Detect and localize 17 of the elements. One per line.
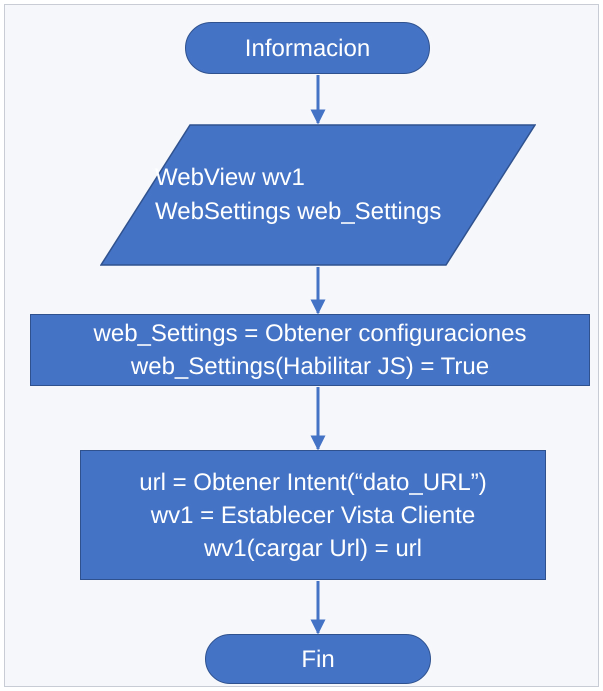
node-text: url = Obtener Intent(“dato_URL”)	[139, 468, 487, 498]
arrow	[310, 387, 326, 450]
arrow	[310, 267, 326, 314]
arrow	[310, 581, 326, 634]
end-terminator	[205, 634, 431, 684]
node-text: WebSettings web_Settings	[155, 197, 442, 227]
start-terminator	[185, 22, 430, 74]
process-box	[80, 450, 546, 580]
process-box	[30, 314, 590, 386]
node-text: Fin	[301, 644, 335, 674]
node-text: WebView wv1	[155, 163, 306, 193]
node-text: wv1 = Establecer Vista Cliente	[150, 500, 476, 530]
node-text: wv1(cargar Url) = url	[204, 534, 422, 564]
node-text: web_Settings = Obtener configuraciones	[94, 319, 526, 349]
arrow	[310, 75, 326, 124]
node-text: Informacion	[244, 34, 370, 64]
node-text: web_Settings(Habilitar JS) = True	[130, 352, 490, 382]
